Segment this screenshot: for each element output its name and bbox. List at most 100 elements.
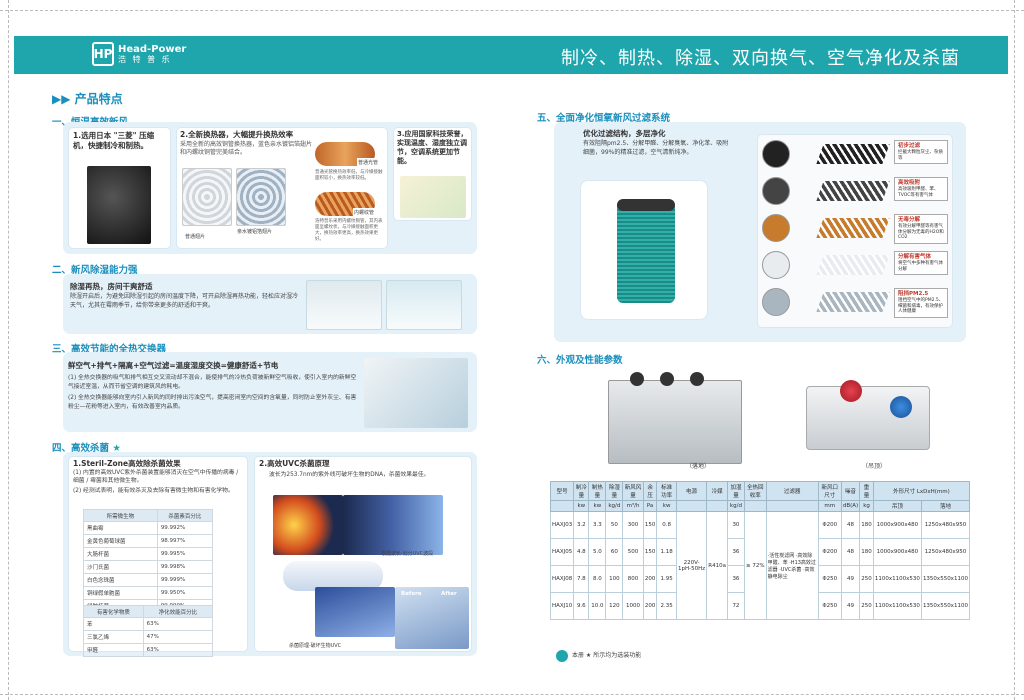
- perf-cell: 1250x480x950: [920, 511, 971, 539]
- logo-icon: HP: [92, 42, 114, 66]
- perf-cell: HAXJ03: [549, 511, 575, 539]
- filter-layer-desc: 高效吸附甲醛、苯、TVOC等有害气体: [898, 187, 939, 198]
- perf-cell: 36: [726, 565, 745, 593]
- filter-layer-title: 高效吸附: [898, 180, 921, 186]
- uvc-caption-2: 杀菌原理·破坏生物UVC: [289, 643, 342, 649]
- s4-c1-p2: (2) 经测试表明，能有效杀灭及去除有害微生物和有害化学物。: [73, 488, 234, 494]
- filter-layer-swatch: [762, 214, 790, 242]
- s3-formula: 鲜空气+排气+隔离+空气过滤=温度湿度交换=健康舒适+节电: [68, 361, 279, 370]
- perf-unit-cell: kg/d: [605, 500, 624, 512]
- perf-cell: 49: [840, 565, 861, 593]
- perf-cell: Φ200: [817, 511, 842, 539]
- filter-layer-title: 初步过滤: [898, 143, 921, 149]
- ceiling-port-blue: [890, 396, 912, 418]
- room-after-image: [386, 280, 462, 330]
- perf-cell: 50: [605, 511, 624, 539]
- perf-header-cell: 电源: [675, 481, 708, 501]
- ceiling-port-red: [840, 380, 862, 402]
- filter-layer-mesh: [816, 218, 890, 238]
- perf-cell: 10.0: [588, 592, 607, 620]
- standard-fin-image: [182, 168, 232, 226]
- s5-sub: 优化过滤结构，多层净化: [583, 129, 666, 138]
- perf-unit-cell: kg/d: [726, 500, 745, 512]
- perf-unit-cell: 吊顶: [872, 500, 922, 512]
- perf-unit-cell: dB(A): [840, 500, 861, 512]
- perf-cell: 180: [859, 511, 874, 539]
- perf-unit-cell: [675, 500, 708, 512]
- s3-title: 三、高效节能的全热交换器: [52, 344, 167, 355]
- perf-cell: 200: [642, 565, 658, 593]
- perf-header-cell: 新风风量: [622, 481, 644, 501]
- perf-cell: 1.95: [656, 565, 677, 593]
- perf-cell: 1100x1100x530: [872, 592, 922, 620]
- perf-cell: 250: [859, 565, 874, 593]
- s6-title: 六、外观及性能参数: [537, 355, 623, 366]
- table-cell: 金黄色葡萄球菌: [83, 534, 158, 548]
- filter-layer-tag: 初步过滤拦截大颗粒灰尘、杂质等: [894, 140, 948, 164]
- filter-layer-mesh: [816, 255, 890, 275]
- table-cell: 99.950%: [156, 586, 214, 600]
- perf-unit-cell: mm: [817, 500, 842, 512]
- brand-en: Head-Power: [118, 43, 187, 55]
- perf-cell: 3.2: [573, 511, 590, 539]
- s4-c2-title: 2.高效UVC杀菌原理: [259, 459, 330, 468]
- perf-cell: 3.3: [588, 511, 607, 539]
- floor-unit-caption: （落地）: [686, 463, 711, 470]
- refrigerant-cell: R410a: [706, 511, 728, 620]
- relax-image: [400, 176, 466, 218]
- perf-unit-cell: 落地: [920, 500, 971, 512]
- perf-unit-cell: kg: [859, 500, 874, 512]
- filter-layer-swatch: [762, 251, 790, 279]
- filter-layer-desc: 将空气中多种有害气体分解: [898, 261, 943, 272]
- after-label: After: [441, 591, 457, 597]
- table-cell: 铜绿假单胞菌: [83, 586, 158, 600]
- filter-layer-tag: 无毒分解有效分解甲醛等有害气体分解为无毒的H2O和CO2: [894, 214, 948, 244]
- s4-c2-desc: 波长为253.7nm的紫外线可破坏生物的DNA，杀菌效果最佳。: [269, 472, 430, 478]
- filter-layer-swatch: [762, 288, 790, 316]
- s1-card-compressor: 1.选用日本 "三菱" 压缩机，快捷制冷和制热。: [68, 127, 171, 249]
- room-before-image: [306, 280, 382, 330]
- optional-star-icon: ★: [112, 443, 121, 454]
- table-header-cell: 杀菌素百分比: [156, 509, 214, 522]
- table-cell: 99.998%: [156, 560, 214, 574]
- perf-cell: 150: [642, 538, 658, 566]
- uvc-caption-1: 根据波长·划分UVC波段: [381, 551, 434, 557]
- s1-card-heat-exchanger: 2.全新换热器，大幅提升换热效率 采用全新的高效铜管换热器，蓝色亲水镀铝箔翅片和…: [176, 127, 388, 249]
- perf-unit-cell: [706, 500, 728, 512]
- filter-layer-tag: 高效吸附高效吸附甲醛、苯、TVOC等有害气体: [894, 177, 948, 201]
- footnote-icon: [556, 650, 568, 662]
- perf-header-cell: 制热量: [588, 481, 607, 501]
- table-header-row: 有害化学物质净化效能百分比: [83, 605, 214, 618]
- fin-label-2: 亲水镀铝箔翅片: [237, 229, 273, 235]
- filter-layer-title: 无毒分解: [898, 217, 921, 223]
- s2-desc: 除湿开启后，为避免因除湿引起的房间温度下降，可开启除湿再热功能，轻松应对湿冷天气…: [70, 293, 299, 309]
- perf-cell: 500: [622, 538, 644, 566]
- perf-header-cell: 型号: [549, 481, 575, 501]
- perf-header-cell: 重量: [859, 481, 874, 501]
- perf-cell: 1250x480x950: [920, 538, 971, 566]
- page-title: 制冷、制热、除湿、双向换气、空气净化及杀菌: [561, 48, 960, 69]
- uv-wavelength-image: [343, 495, 443, 555]
- floor-unit-image: [608, 380, 742, 464]
- table-cell: 甲醛: [83, 643, 144, 657]
- table-header-cell: 有害化学物质: [83, 605, 144, 618]
- perf-unit-cell: [765, 500, 819, 512]
- hydrophilic-fin-image: [236, 168, 286, 226]
- filter-top-cap: [617, 199, 675, 211]
- perf-cell: Φ250: [817, 592, 842, 620]
- perf-cell: 1000: [622, 592, 644, 620]
- perf-cell: 300: [622, 511, 644, 539]
- perf-cell: 48: [840, 538, 861, 566]
- perf-cell: 2.35: [656, 592, 677, 620]
- perf-cell: 1350x550x1100: [920, 565, 971, 593]
- perf-cell: 150: [642, 511, 658, 539]
- table-cell: 苯: [83, 617, 144, 631]
